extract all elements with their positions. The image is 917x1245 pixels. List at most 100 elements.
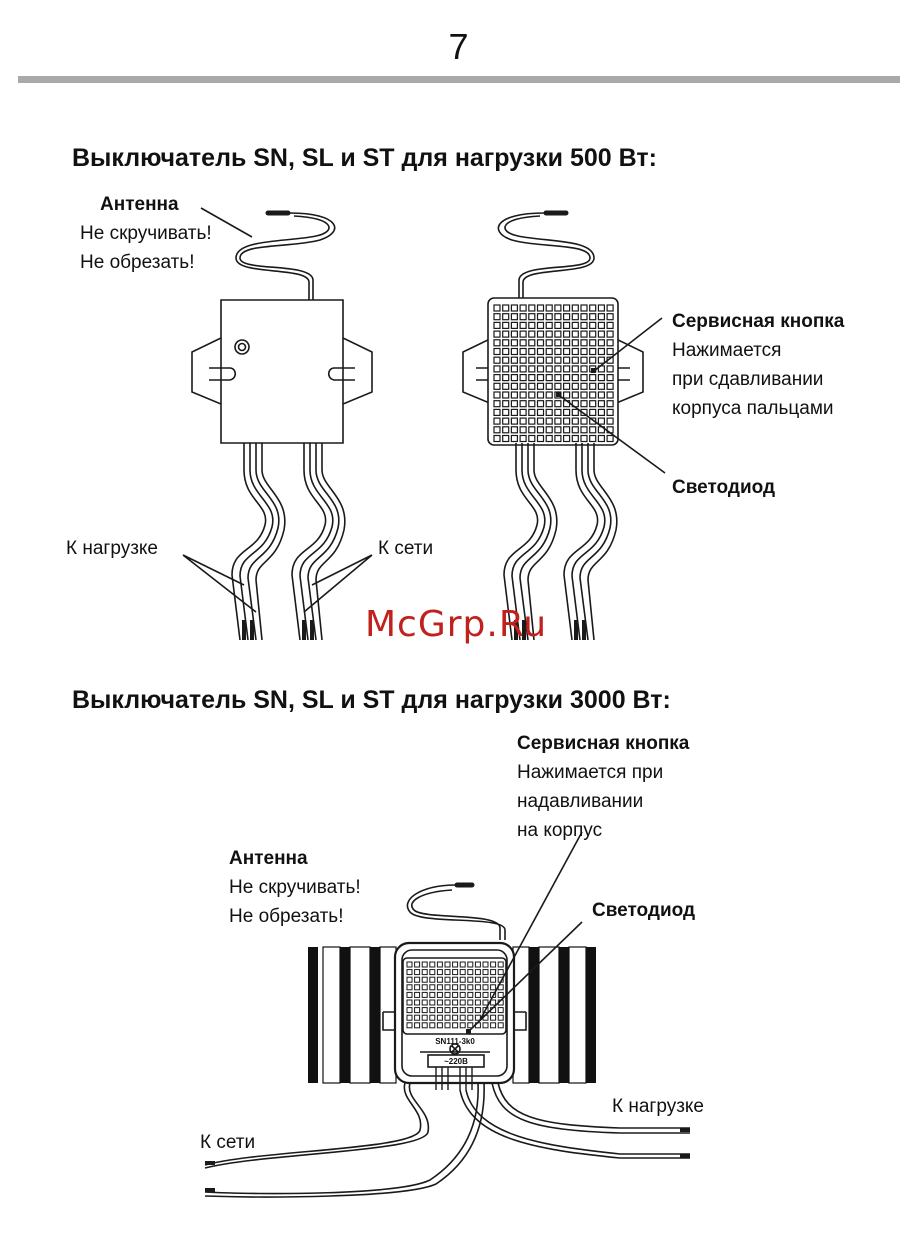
- grid-cell: [467, 969, 474, 976]
- header-divider: [18, 76, 900, 83]
- grid-cell: [502, 408, 510, 416]
- grid-cell: [545, 382, 553, 390]
- switch-500w-back: [462, 210, 666, 641]
- grid-cell: [490, 961, 497, 968]
- grid-cell: [545, 304, 553, 312]
- grid-cell: [589, 382, 597, 390]
- grid-cell: [493, 330, 501, 338]
- grid-cell: [545, 339, 553, 347]
- grid-cell: [597, 347, 606, 356]
- grid-cell: [580, 321, 588, 329]
- grid-cell: [597, 313, 606, 321]
- grid-cell: [606, 417, 614, 425]
- grid-cell: [519, 365, 527, 373]
- grid-cell: [474, 976, 481, 983]
- antenna-title: Антенна: [100, 194, 179, 215]
- device-voltage-label: ~220В: [444, 1057, 468, 1066]
- grid-cell: [497, 1014, 504, 1021]
- to-load-label-3000w: К нагрузке: [612, 1096, 704, 1117]
- grid-cell: [562, 391, 571, 399]
- antenna-warning-cut: Не обрезать!: [229, 906, 344, 927]
- grid-cell: [510, 330, 518, 338]
- grid-cell: [589, 400, 597, 408]
- grid-cell: [562, 347, 571, 356]
- grid-cell: [536, 330, 545, 338]
- grid-cell: [510, 339, 518, 347]
- grid-cell: [571, 356, 579, 364]
- grid-cell: [562, 426, 571, 434]
- grid-cell: [528, 365, 536, 373]
- grid-cell: [519, 321, 527, 329]
- grid-cell: [429, 976, 436, 983]
- grid-cell: [421, 976, 428, 983]
- antenna-label-3000w: Антенна Не скручивать! Не обрезать!: [229, 844, 361, 931]
- grid-cell: [528, 330, 536, 338]
- grid-cell: [482, 1022, 489, 1029]
- grid-cell: [571, 313, 579, 321]
- to-mains-label-500w: К сети: [378, 538, 434, 559]
- grid-cell: [406, 1014, 413, 1021]
- grid-cell: [606, 374, 614, 382]
- grid-cell: [510, 382, 518, 390]
- grid-cell: [421, 969, 428, 976]
- grid-cell: [597, 434, 606, 443]
- grid-cell: [606, 365, 614, 373]
- grid-cell: [536, 400, 545, 408]
- grid-cell: [502, 321, 510, 329]
- grid-cell: [562, 374, 571, 382]
- grid-cell: [554, 356, 562, 364]
- grid-cell: [414, 984, 421, 991]
- grid-cell: [502, 304, 510, 312]
- grid-cell: [562, 382, 571, 390]
- grid-cell: [536, 426, 545, 434]
- grid-cell: [580, 408, 588, 416]
- grid-cell: [444, 984, 451, 991]
- grid-cell: [571, 339, 579, 347]
- grid-cell: [493, 321, 501, 329]
- grid-cell: [493, 347, 501, 356]
- service-button-desc-3: на корпус: [517, 820, 603, 841]
- grid-cell: [554, 400, 562, 408]
- grid-cell: [497, 969, 504, 976]
- grid-cell: [421, 961, 428, 968]
- grid-cell: [444, 999, 451, 1006]
- grid-cell: [459, 1022, 466, 1029]
- grid-cell: [580, 391, 588, 399]
- grid-cell: [444, 1022, 451, 1029]
- antenna-title: Антенна: [229, 848, 308, 869]
- grid-cell: [510, 408, 518, 416]
- grid-cell: [528, 382, 536, 390]
- grid-cell: [545, 434, 553, 443]
- grid-cell: [497, 1007, 504, 1014]
- grid-cell: [597, 304, 606, 312]
- grid-cell: [436, 976, 443, 983]
- grid-cell: [459, 969, 466, 976]
- grid-cell: [510, 391, 518, 399]
- grid-cell: [452, 961, 459, 968]
- grid-cell: [519, 330, 527, 338]
- grid-cell: [429, 1022, 436, 1029]
- grid-cell: [436, 1022, 443, 1029]
- grid-cell: [536, 417, 545, 425]
- grid-cell: [452, 991, 459, 998]
- grid-cell: [482, 976, 489, 983]
- grid-cell: [452, 976, 459, 983]
- grid-cell: [493, 400, 501, 408]
- grid-cell: [482, 961, 489, 968]
- grid-cell: [536, 321, 545, 329]
- grid-cell: [554, 313, 562, 321]
- grid-cell: [406, 999, 413, 1006]
- grid-cell: [554, 434, 562, 443]
- grid-cell: [597, 330, 606, 338]
- grid-cell: [467, 961, 474, 968]
- grid-cell: [580, 374, 588, 382]
- grid-cell: [562, 330, 571, 338]
- grid-cell: [459, 991, 466, 998]
- grid-cell: [474, 969, 481, 976]
- grid-cell: [562, 313, 571, 321]
- device-model-label: SN111-3k0: [435, 1037, 475, 1046]
- grid-cell: [580, 347, 588, 356]
- grid-cell: [606, 330, 614, 338]
- grid-cell: [444, 976, 451, 983]
- grid-cell: [436, 969, 443, 976]
